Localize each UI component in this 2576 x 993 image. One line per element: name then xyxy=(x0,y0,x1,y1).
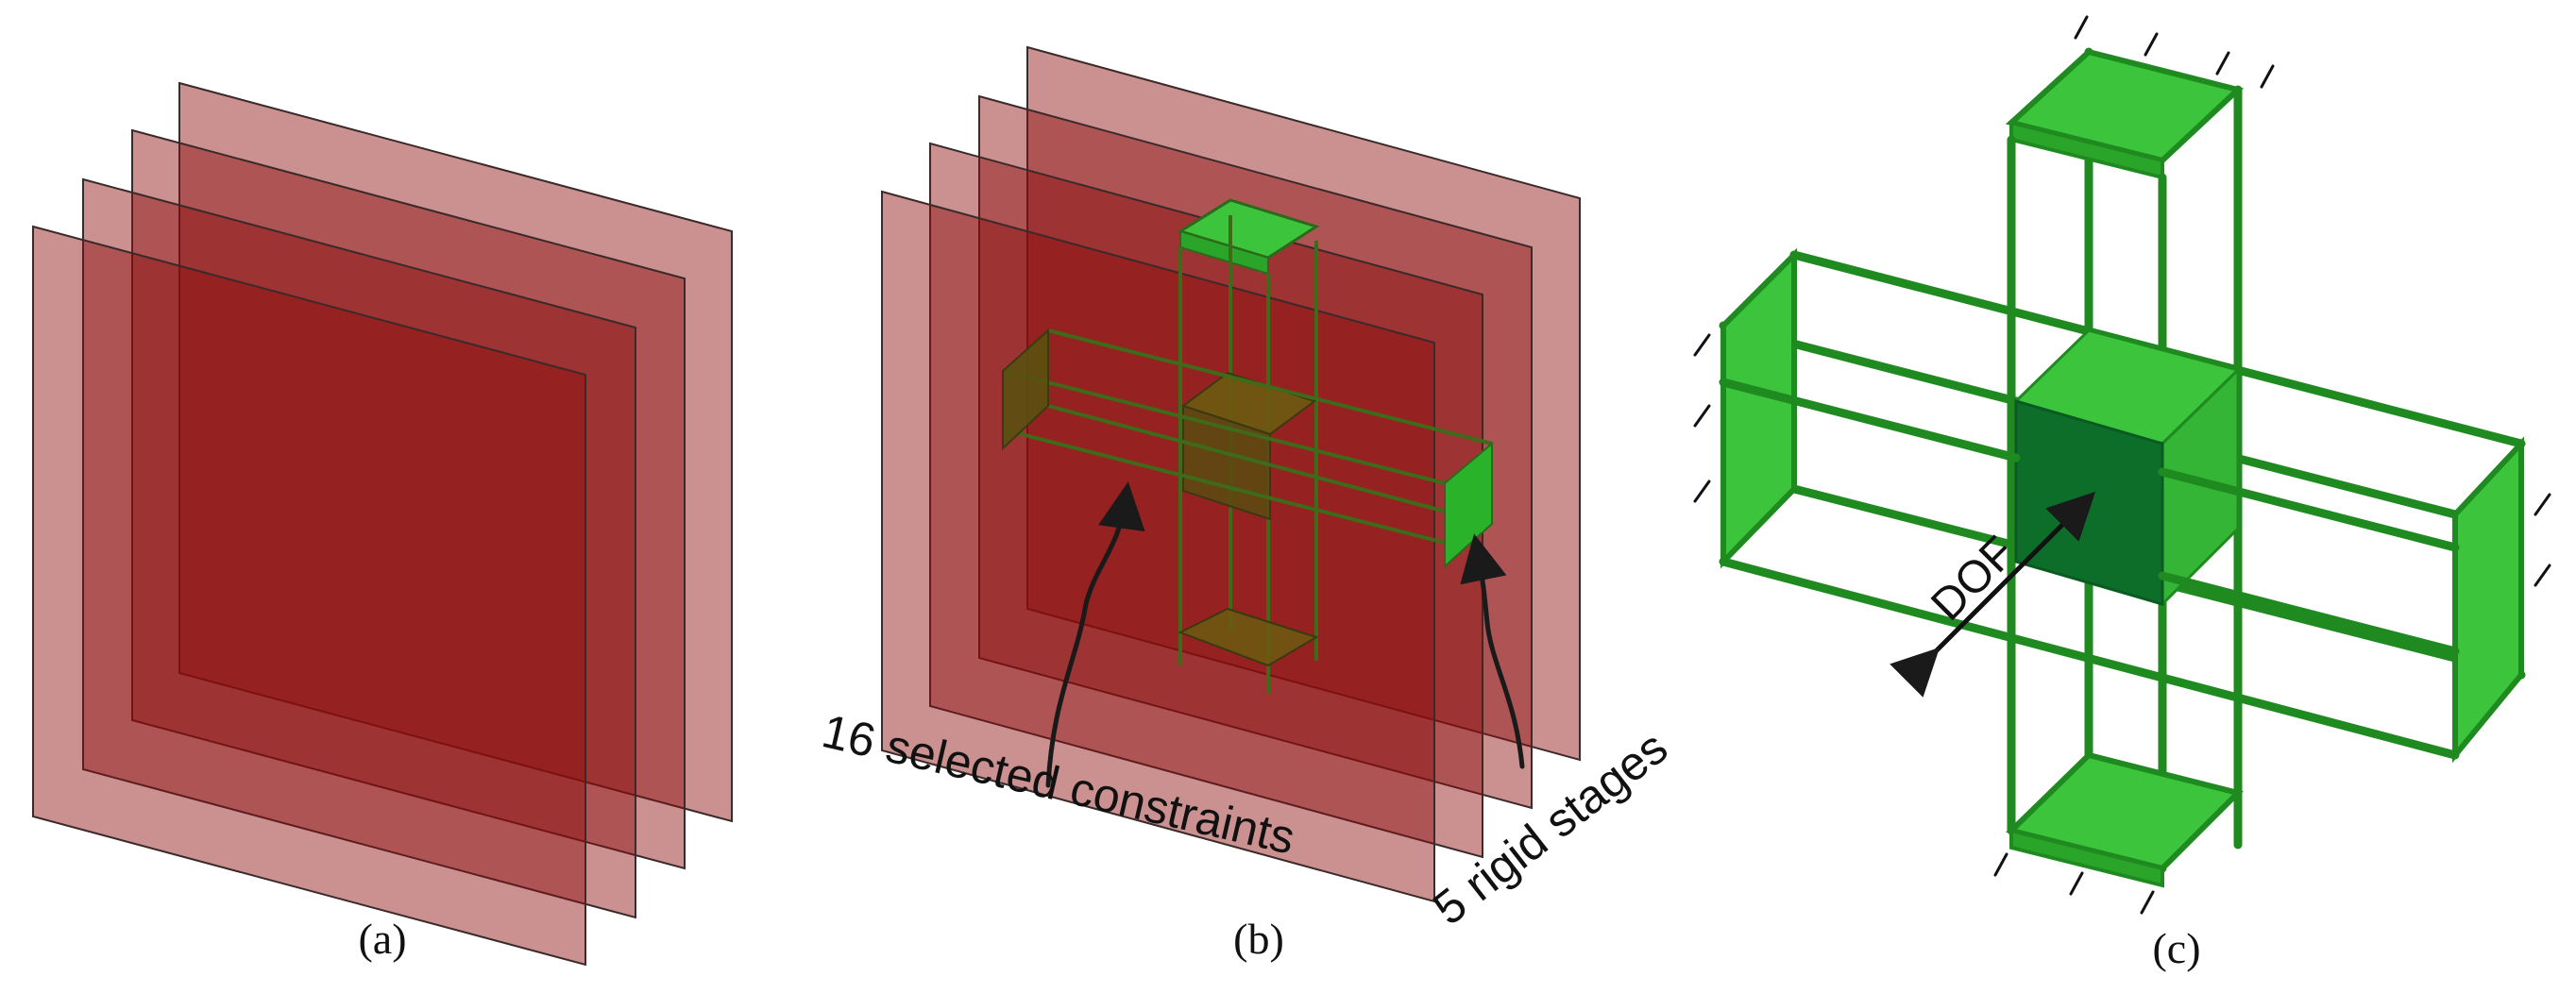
stage-b-right xyxy=(1444,441,1493,569)
plate-a-2 xyxy=(82,177,636,919)
mechanism-b xyxy=(1002,198,1493,694)
plate-a-1 xyxy=(32,225,586,967)
arrow-stages xyxy=(1460,533,1525,769)
stage-c-right xyxy=(2452,436,2524,764)
arrow-constraints xyxy=(1045,481,1145,788)
rods-c-horizontal-front xyxy=(1719,378,2460,656)
panel-b: 16 selected constraints 5 rigid stages (… xyxy=(818,45,1677,963)
panel-c: DOF (c) xyxy=(1693,15,2551,972)
caption-c: (c) xyxy=(2152,924,2200,972)
plate-a-4 xyxy=(178,81,733,823)
panel-a: (a) xyxy=(32,81,733,967)
caption-a: (a) xyxy=(358,915,406,963)
stage-b-left xyxy=(1002,328,1049,451)
plate-a-3 xyxy=(131,128,686,870)
stage-b-bottom xyxy=(1178,607,1319,667)
rods-b-horizontal xyxy=(1002,328,1493,545)
ground-ticks xyxy=(1693,15,2551,915)
stage-c-left xyxy=(1720,247,1797,569)
caption-b: (b) xyxy=(1233,915,1284,963)
dof-arrow xyxy=(1890,491,2096,698)
